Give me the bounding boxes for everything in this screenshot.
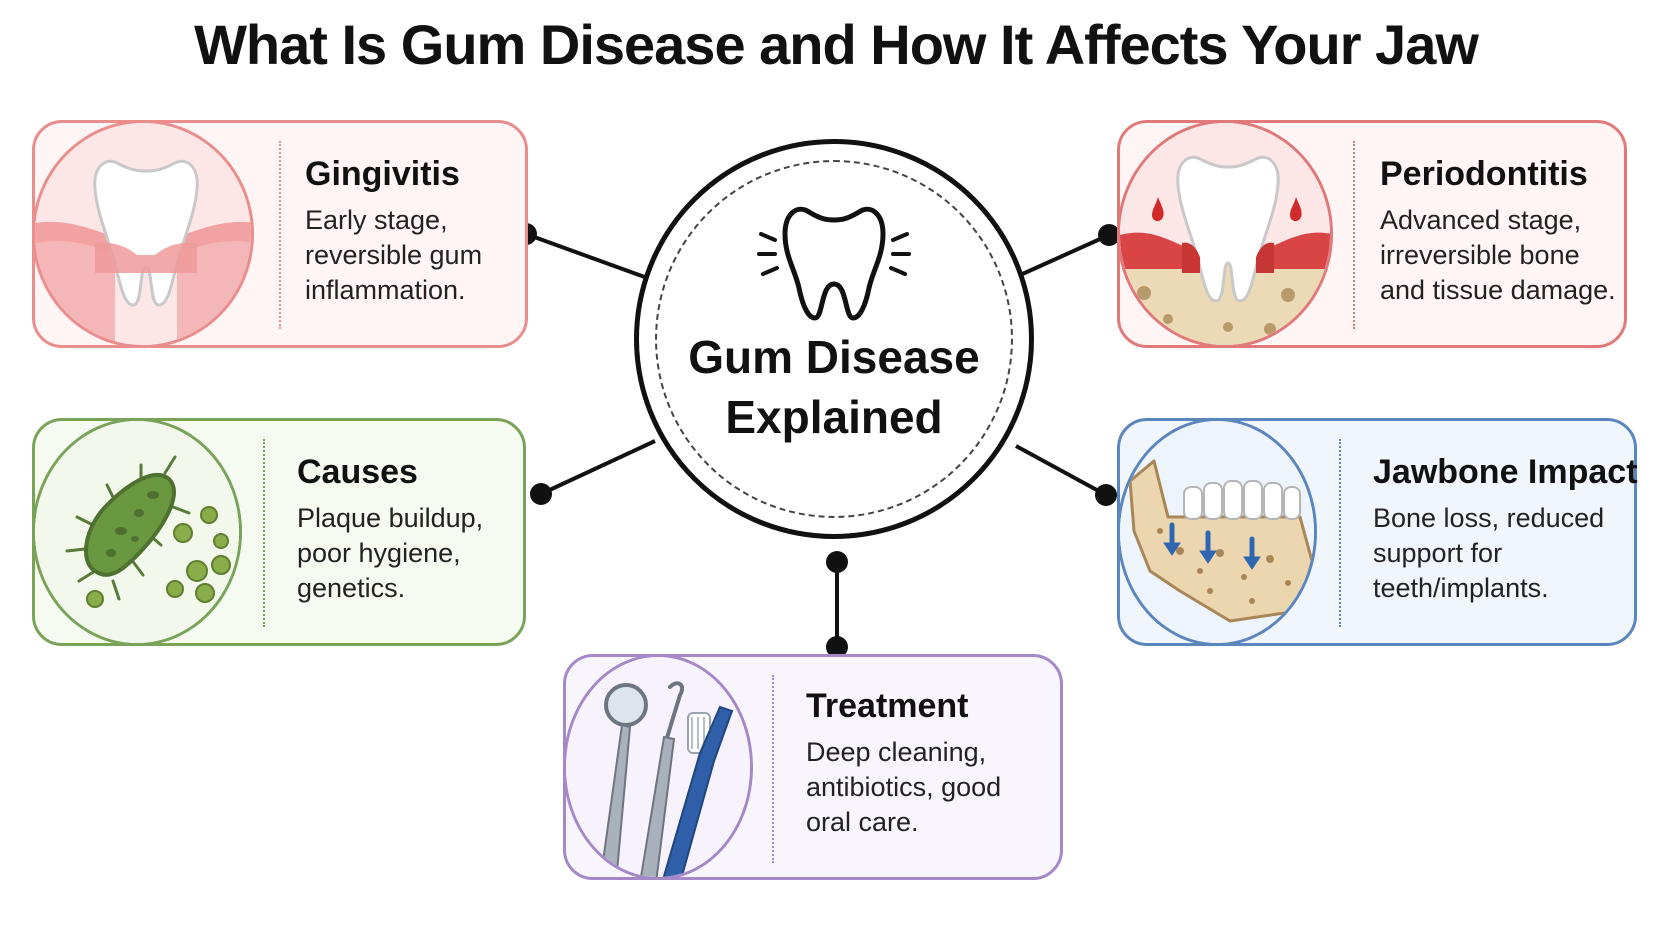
connector-periodontitis: [1017, 233, 1110, 278]
jawbone-title: Jawbone Impact: [1373, 453, 1638, 491]
diseased-tooth-icon: [1120, 123, 1330, 345]
center-dashed-ring: [655, 160, 1013, 518]
dental-tools-icon: [566, 657, 750, 877]
causes-medallion: [32, 418, 242, 646]
periodontitis-divider: [1353, 141, 1355, 329]
causes-title: Causes: [297, 453, 418, 491]
card-jawbone: Jawbone Impact Bone loss, reduced suppor…: [1117, 418, 1638, 646]
jawbone-description: Bone loss, reduced support for teeth/imp…: [1373, 503, 1605, 603]
healthy-tooth-icon: [35, 123, 251, 345]
card-periodontitis: Periodontitis Advanced stage, irreversib…: [1117, 120, 1627, 348]
gingivitis-title: Gingivitis: [305, 155, 460, 193]
causes-divider: [263, 439, 265, 627]
treatment-description: Deep cleaning, antibiotics, good oral ca…: [806, 737, 1002, 837]
tooth-icon: [757, 206, 911, 321]
center-circle: Gum Disease Explained: [634, 139, 1034, 539]
bacteria-icon: [35, 421, 239, 643]
periodontitis-title: Periodontitis: [1380, 155, 1588, 193]
gingivitis-medallion: [32, 120, 254, 348]
jawbone-icon: [1120, 421, 1314, 643]
treatment-divider: [772, 675, 774, 863]
card-treatment: Treatment Deep cleaning, antibiotics, go…: [563, 654, 1063, 880]
connector-dot-treatment-bottom: [826, 636, 848, 658]
center-label-line2: Explained: [725, 391, 943, 443]
card-causes: Causes Plaque buildup, poor hygiene, gen…: [32, 418, 526, 646]
connector-causes: [540, 439, 656, 496]
connector-dot-causes: [530, 483, 552, 505]
connector-dot-treatment-top: [826, 551, 848, 573]
connector-jawbone: [1015, 444, 1107, 497]
connector-gingivitis: [525, 232, 651, 281]
jawbone-divider: [1339, 439, 1341, 627]
periodontitis-description: Advanced stage, irreversible bone and ti…: [1380, 205, 1616, 305]
treatment-medallion: [563, 654, 753, 880]
connector-dot-jawbone: [1095, 484, 1117, 506]
gingivitis-description: Early stage, reversible gum inflammation…: [305, 205, 483, 305]
center-label: Gum Disease Explained: [639, 327, 1029, 447]
page-title: What Is Gum Disease and How It Affects Y…: [194, 13, 1479, 76]
gingivitis-divider: [279, 141, 281, 329]
treatment-title: Treatment: [806, 687, 969, 725]
causes-description: Plaque buildup, poor hygiene, genetics.: [297, 503, 484, 603]
connector-dot-periodontitis: [1098, 224, 1120, 246]
jawbone-medallion: [1117, 418, 1317, 646]
card-gingivitis: Gingivitis Early stage, reversible gum i…: [32, 120, 528, 348]
center-label-line1: Gum Disease: [688, 331, 980, 383]
periodontitis-medallion: [1117, 120, 1333, 348]
